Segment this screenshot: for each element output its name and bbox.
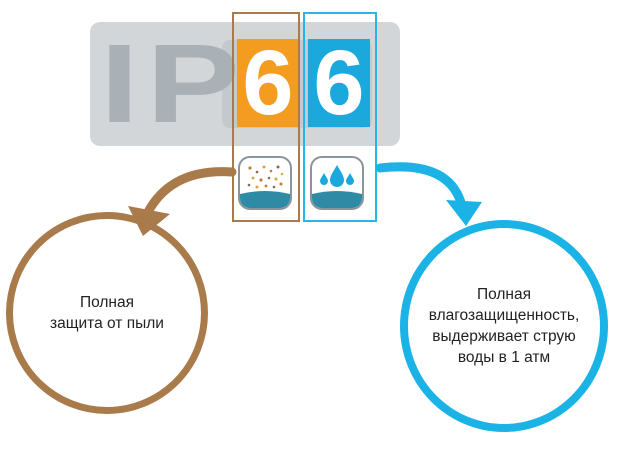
water-column-frame <box>303 12 377 222</box>
dust-column-frame <box>232 12 300 222</box>
dust-particles-icon <box>238 156 292 210</box>
water-text-line: Полная <box>476 286 532 303</box>
water-arrowhead-icon <box>446 200 482 226</box>
dust-text-line: Полная <box>79 294 135 311</box>
water-text-line: влагозащищенность, <box>428 307 580 324</box>
water-text-line: воды в 1 атм <box>457 349 551 366</box>
dust-arrow-icon <box>143 167 237 217</box>
dust-protection-circle: Полная защита от пыли <box>6 212 208 414</box>
dust-protection-text: Полная защита от пыли <box>32 292 182 334</box>
water-drops-icon <box>310 156 364 210</box>
water-arrow-icon <box>375 162 467 211</box>
dust-rating-digit: 6 <box>237 37 299 129</box>
water-rating-digit: 6 <box>308 37 370 129</box>
water-protection-text: Полная влагозащищенность, выдерживает ст… <box>419 284 589 368</box>
water-text-line: выдерживает струю <box>432 328 576 345</box>
water-protection-circle: Полная влагозащищенность, выдерживает ст… <box>400 220 608 432</box>
ip-letters: IP <box>100 21 248 146</box>
dust-text-line: защита от пыли <box>50 315 164 332</box>
